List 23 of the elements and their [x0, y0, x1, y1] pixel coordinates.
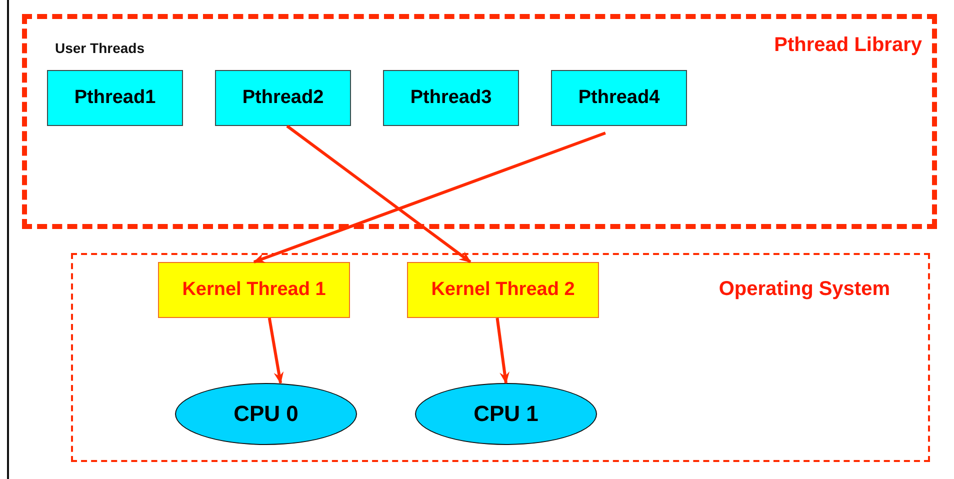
section-label: User Threads — [55, 40, 144, 56]
dashed-group-frame — [22, 14, 937, 229]
node-label: Kernel Thread 1 — [182, 279, 326, 301]
arrow — [253, 132, 606, 264]
thread-box — [215, 70, 351, 126]
thread-box — [47, 70, 183, 126]
dashed-group-frame — [71, 253, 930, 462]
node-label: Kernel Thread 2 — [431, 279, 575, 301]
arrow — [496, 318, 510, 384]
arrow — [286, 124, 472, 264]
node-label: Pthread3 — [410, 87, 492, 109]
thread-box — [551, 70, 687, 126]
group-title: Operating System — [718, 278, 890, 300]
group-title: Pthread Library — [774, 34, 922, 56]
node-label: CPU 0 — [234, 401, 298, 427]
kernel-thread-box — [158, 262, 350, 318]
node-label: Pthread4 — [578, 87, 660, 109]
arrow — [268, 318, 284, 384]
node-label: Pthread2 — [242, 87, 324, 109]
node-label: CPU 1 — [474, 401, 538, 427]
kernel-thread-box — [407, 262, 599, 318]
thread-box — [383, 70, 519, 126]
node-label: Pthread1 — [74, 87, 156, 109]
